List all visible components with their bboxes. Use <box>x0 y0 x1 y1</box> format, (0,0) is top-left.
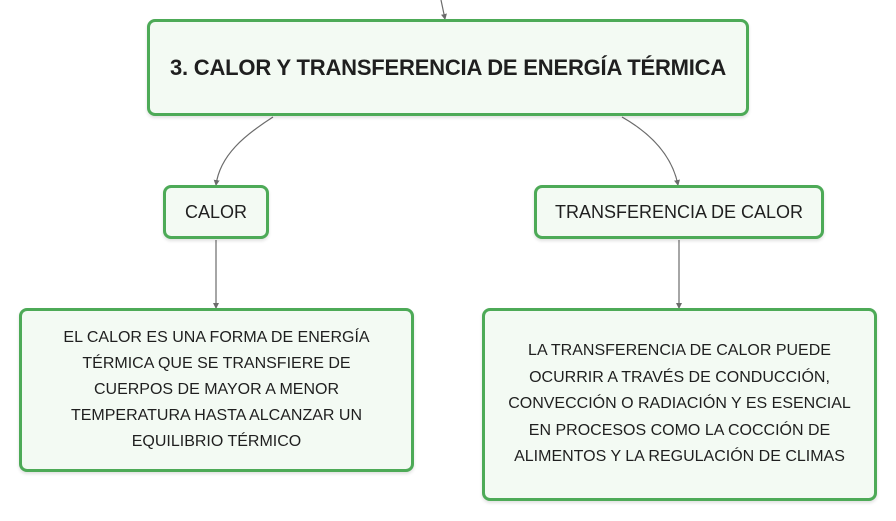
root-topic-label: 3. CALOR Y TRANSFERENCIA DE ENERGÍA TÉRM… <box>169 54 727 80</box>
calor-node[interactable]: CALOR <box>163 185 269 239</box>
calor-description-node[interactable]: EL CALOR ES UNA FORMA DE ENERGÍA TÉRMICA… <box>19 308 414 472</box>
transferencia-de-calor-node[interactable]: TRANSFERENCIA DE CALOR <box>534 185 824 239</box>
calor-description-text: EL CALOR ES UNA FORMA DE ENERGÍA TÉRMICA… <box>63 329 370 450</box>
transferencia-description-text: LA TRANSFERENCIA DE CALOR PUEDE OCURRIR … <box>508 342 851 466</box>
transferencia-description-node[interactable]: LA TRANSFERENCIA DE CALOR PUEDE OCURRIR … <box>482 308 877 501</box>
connector-root-to-transferencia <box>621 116 680 186</box>
root-topic-node[interactable]: 3. CALOR Y TRANSFERENCIA DE ENERGÍA TÉRM… <box>147 19 749 116</box>
connector-parent-to-root <box>440 0 447 20</box>
transferencia-de-calor-label: TRANSFERENCIA DE CALOR <box>554 201 804 222</box>
calor-label: CALOR <box>184 201 247 222</box>
connector-root-to-calor <box>213 116 274 186</box>
